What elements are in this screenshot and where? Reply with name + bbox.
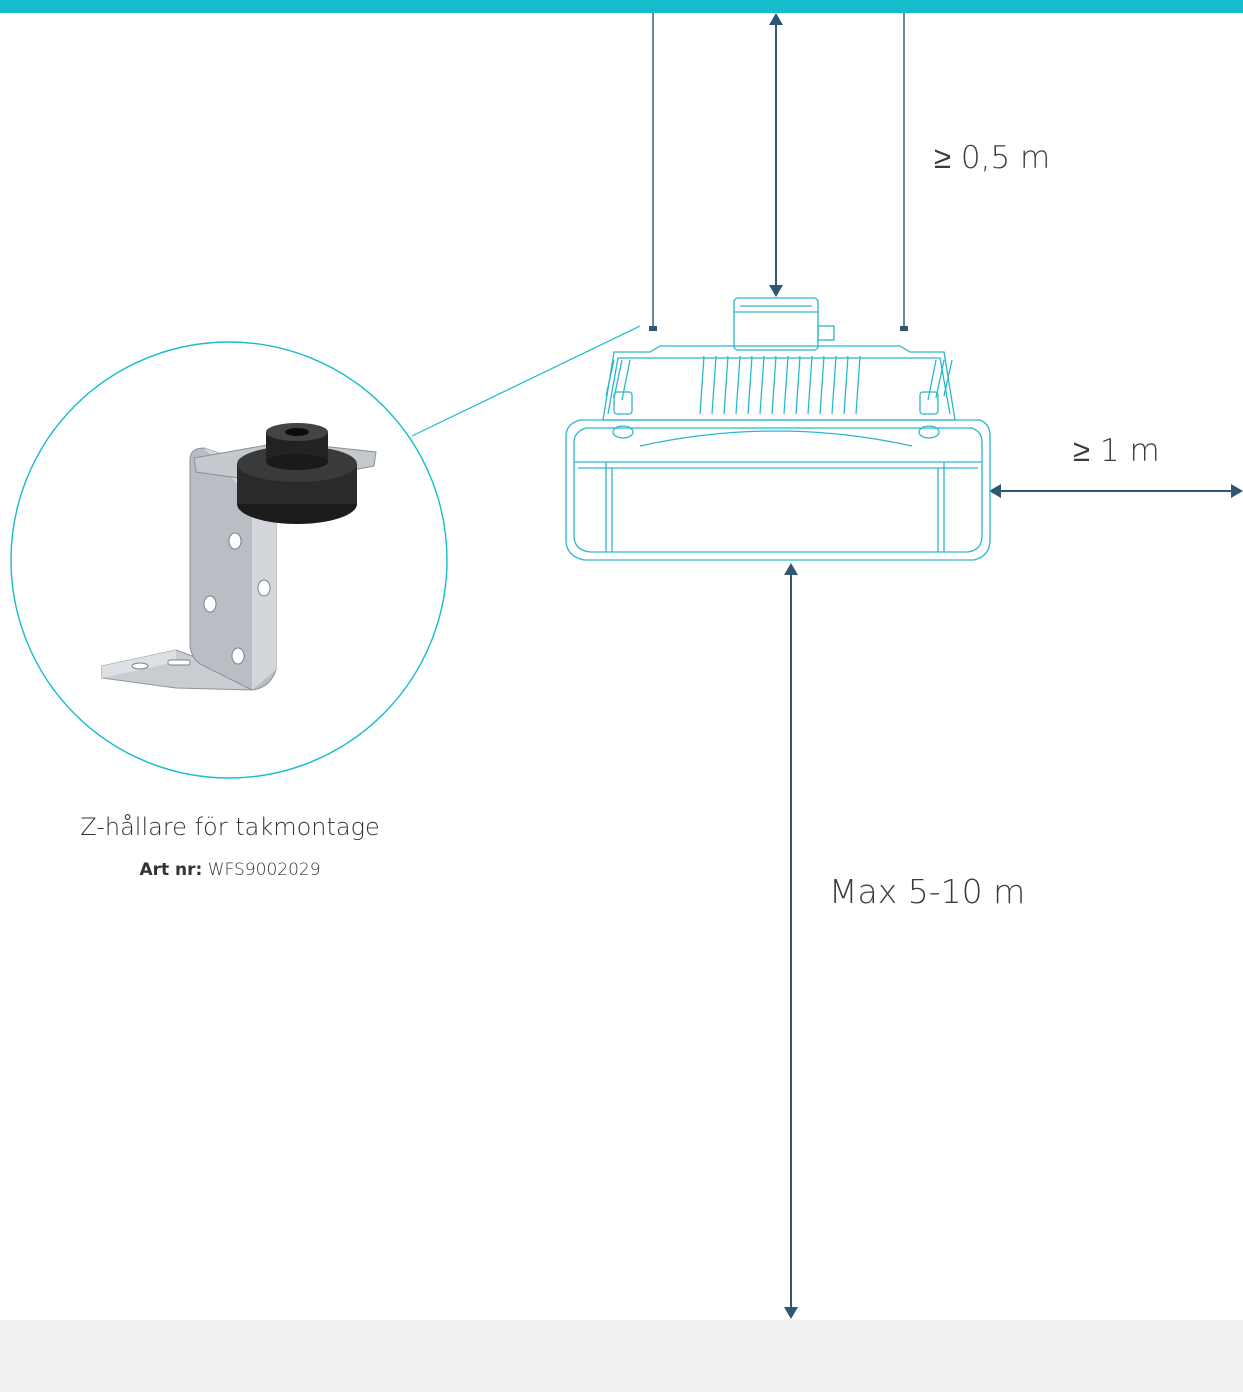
side-clearance-arrow <box>989 484 1243 498</box>
ceiling-band <box>0 0 1243 13</box>
bracket-leader-line <box>411 325 641 437</box>
art-number-label: Art nr: <box>139 860 203 880</box>
bracket-title: Z-hållare för takmontage <box>80 813 380 841</box>
side-clearance-label: ≥ 1 m <box>1073 433 1160 469</box>
ceiling-clearance-label: ≥ 0,5 m <box>934 140 1051 176</box>
bracket-detail <box>10 341 448 779</box>
z-bracket-image <box>101 423 377 691</box>
heater-unit <box>565 297 991 561</box>
bracket-article-number: Art nr: WFS9002029 <box>0 860 460 880</box>
mounting-height-arrow <box>784 563 798 1319</box>
mounting-height-label: Max 5-10 m <box>829 872 1026 911</box>
ceiling-clearance-arrow <box>769 13 783 297</box>
art-number-value: WFS9002029 <box>207 860 321 880</box>
floor-band <box>0 1320 1243 1392</box>
